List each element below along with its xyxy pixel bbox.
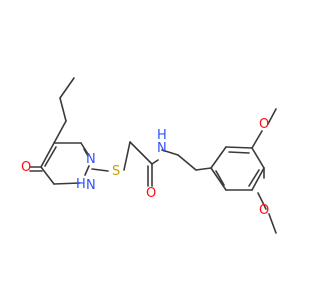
bond xyxy=(251,167,265,191)
bond xyxy=(215,170,225,186)
bond xyxy=(59,97,67,122)
bond xyxy=(123,141,131,171)
bond xyxy=(91,168,109,172)
bond xyxy=(225,146,253,149)
atom-label-hydrogen: H xyxy=(76,177,86,192)
bond xyxy=(228,151,250,154)
bond xyxy=(210,146,227,169)
bond xyxy=(129,141,153,165)
bond xyxy=(251,130,263,149)
bond xyxy=(248,169,260,187)
bond xyxy=(53,182,81,185)
bond xyxy=(40,166,55,185)
bond xyxy=(84,165,90,176)
bond xyxy=(53,120,67,144)
bond xyxy=(257,192,267,210)
bond xyxy=(40,142,55,168)
bond xyxy=(251,147,265,169)
bond xyxy=(268,213,277,234)
atom-label-nitrogen: N xyxy=(86,152,96,167)
bond xyxy=(177,154,197,171)
atom-label-oxygen: O xyxy=(259,203,269,218)
bond xyxy=(83,148,89,157)
atom-label-hydrogen: H xyxy=(157,128,167,143)
bond xyxy=(59,77,75,99)
atom-label-layer: O H N N S O N H O O xyxy=(21,117,269,218)
bond-layer xyxy=(29,77,277,234)
atom-label-oxygen: O xyxy=(146,186,156,201)
bond xyxy=(267,108,277,125)
atom-label-nitrogen: N xyxy=(157,141,167,156)
atom-label-nitrogen: N xyxy=(86,178,96,193)
bond xyxy=(195,167,212,171)
molecule-structure: O H N N S O N H O O xyxy=(21,77,277,234)
bond xyxy=(151,159,159,165)
bond xyxy=(44,146,57,167)
atom-label-oxygen: O xyxy=(259,117,269,132)
bond xyxy=(161,149,179,156)
bond xyxy=(210,167,227,191)
atom-label-sulfur: S xyxy=(112,164,120,179)
atom-label-oxygen: O xyxy=(21,160,31,175)
